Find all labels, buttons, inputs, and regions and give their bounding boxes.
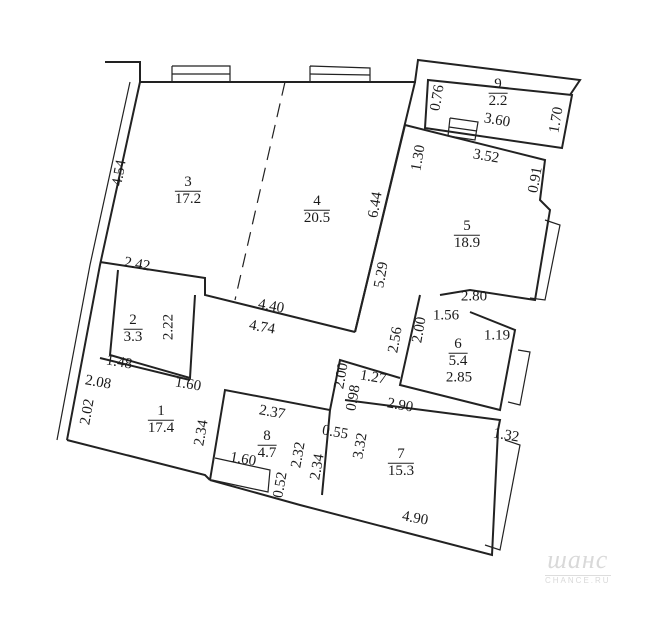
dimension-label: 2.85 xyxy=(445,369,473,386)
dimension-label: 2.80 xyxy=(460,288,488,305)
room-area: 17.4 xyxy=(147,419,175,436)
room-area: 17.2 xyxy=(174,190,202,207)
room-area: 3.3 xyxy=(123,328,143,345)
room-area: 2.2 xyxy=(488,92,508,109)
dimension-label: 1.56 xyxy=(432,307,460,324)
dimension-label: 2.22 xyxy=(160,313,177,341)
room-number: 4 xyxy=(303,193,331,211)
room-area: 5.4 xyxy=(448,352,468,369)
room-number: 1 xyxy=(147,403,175,421)
room-area: 20.5 xyxy=(303,209,331,226)
room-number: 3 xyxy=(174,174,202,192)
room-number: 2 xyxy=(123,312,143,330)
watermark-logo: шанс CHANCE.RU xyxy=(545,545,611,585)
dimension-label: 1.19 xyxy=(483,327,511,344)
room-area: 15.3 xyxy=(387,462,415,479)
room-area: 18.9 xyxy=(453,234,481,251)
room-number: 8 xyxy=(257,428,277,446)
room-number: 5 xyxy=(453,218,481,236)
watermark-sub: CHANCE.RU xyxy=(545,575,611,585)
window xyxy=(309,65,371,83)
room-number: 7 xyxy=(387,446,415,464)
watermark-script: шанс xyxy=(547,545,609,574)
room-number: 6 xyxy=(448,336,468,354)
room-area: 4.7 xyxy=(257,444,277,461)
room-number: 9 xyxy=(488,76,508,94)
window xyxy=(171,65,231,83)
